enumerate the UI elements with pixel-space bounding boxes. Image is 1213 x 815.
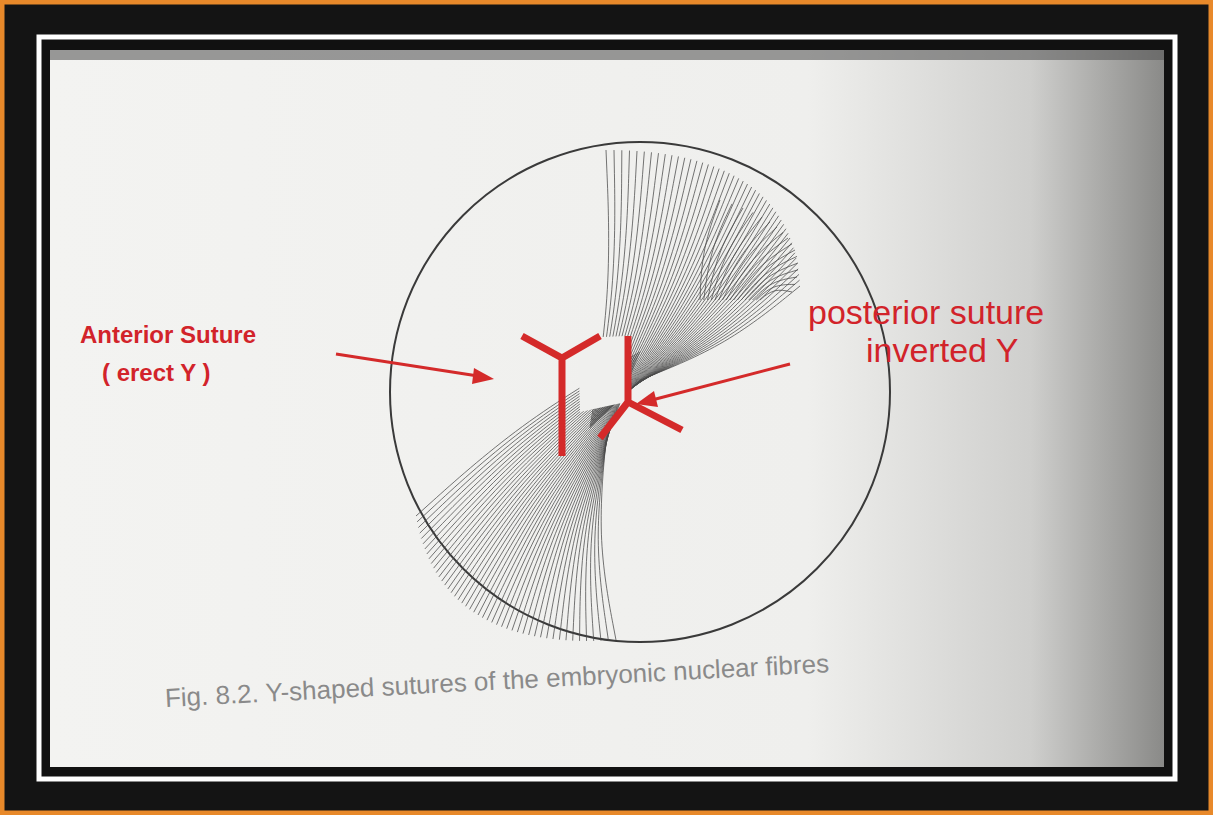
inverted-y-suture [600, 336, 682, 438]
lens-fibres [416, 150, 800, 641]
fibre-line [640, 286, 800, 380]
fibre-line [615, 184, 748, 404]
anterior-suture-label: ( erect Y ) [102, 360, 211, 386]
fibre-line [711, 212, 753, 300]
photo-ground [50, 50, 1164, 767]
fibre-line [628, 229, 786, 392]
anterior-suture-label: Anterior Suture [80, 322, 256, 348]
suture-marks [522, 336, 682, 456]
figure-caption: Fig. 8.2. Y-shaped sutures of the embryo… [164, 649, 829, 712]
fibre-line [633, 253, 794, 386]
fibre-line [700, 200, 720, 300]
fibre-line [760, 290, 792, 300]
fibre-line [624, 212, 776, 396]
fibre-line [753, 277, 798, 300]
fibre-line [745, 263, 798, 300]
pointer-arrows [336, 354, 790, 407]
fibre-line [625, 216, 779, 395]
fibre-line [738, 250, 796, 300]
fibre-line [595, 436, 608, 641]
fibre-line [620, 200, 766, 398]
fibre-line [580, 430, 610, 640]
fibre-line [623, 208, 773, 397]
fibre-line [734, 244, 792, 300]
fibre-line [618, 193, 759, 400]
fibre-line [601, 440, 616, 640]
fibre-line [586, 432, 609, 641]
posterior-arrow-line [652, 364, 790, 400]
posterior-suture-label: inverted Y [866, 332, 1018, 369]
anterior-arrow-line [336, 354, 478, 376]
fibre-line [573, 429, 611, 641]
fibre-line [616, 187, 752, 403]
posterior-arrowhead [636, 391, 658, 407]
fibre-line [741, 256, 797, 300]
white-frame [39, 37, 1175, 779]
lens-outline [390, 142, 890, 642]
fibre-line [632, 248, 793, 388]
fibre-line [629, 233, 788, 390]
fibre-line [591, 434, 609, 641]
fibre-line [631, 243, 792, 389]
fibre-line [619, 197, 763, 400]
fibre-line [637, 269, 798, 383]
anterior-arrowhead [472, 368, 494, 384]
fibre-line [749, 270, 798, 300]
fibre-line [756, 284, 795, 300]
fibre-line [635, 258, 797, 385]
erect-y-suture [522, 336, 600, 456]
fibre-line [617, 190, 755, 402]
photo-top-shade [50, 50, 1164, 60]
fibre-line [622, 204, 770, 398]
fibre-line [639, 280, 800, 381]
posterior-suture-label: posterior suture [808, 294, 1044, 331]
fibre-line [719, 222, 770, 300]
fibre-line [626, 220, 781, 394]
